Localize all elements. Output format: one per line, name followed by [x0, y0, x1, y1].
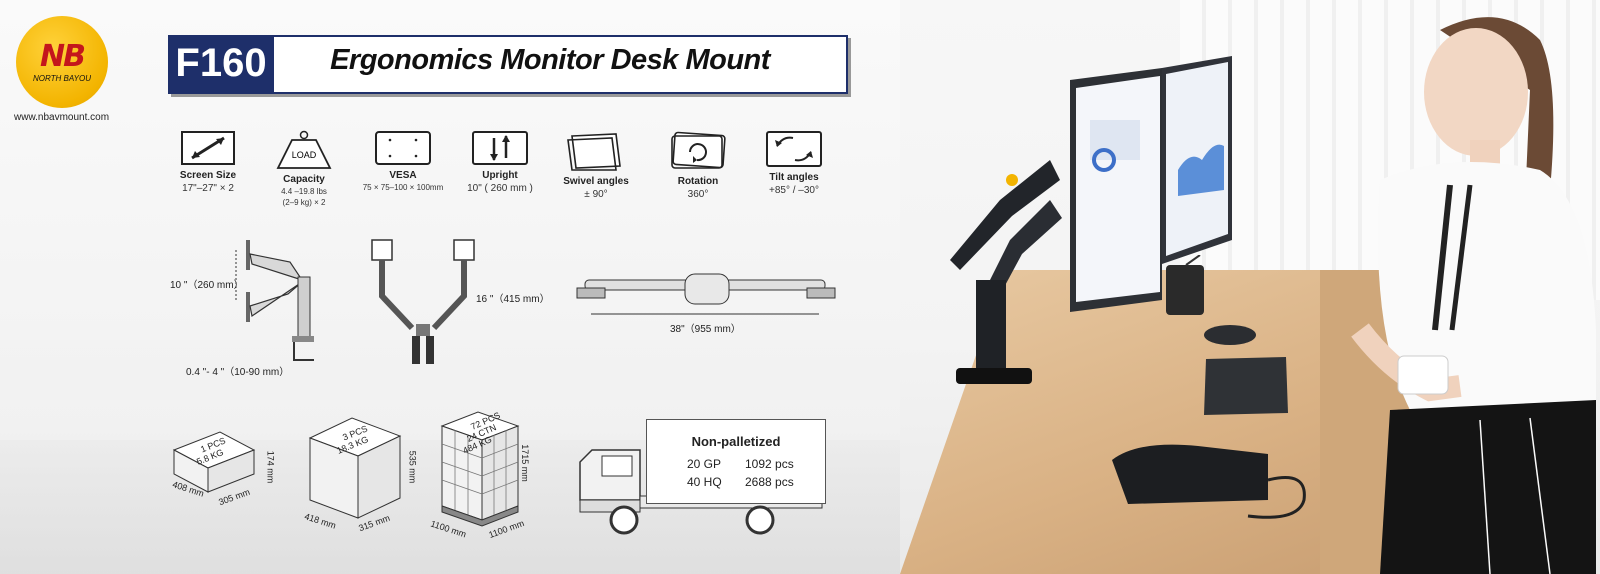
- spec-label: Rotation: [677, 176, 719, 187]
- front-view-diagram: [371, 239, 475, 364]
- model-number: F160: [168, 35, 274, 92]
- shipping-container-20gp: 20 GP: [687, 457, 722, 471]
- spec-value: 360°: [687, 189, 709, 200]
- screen-size-icon: [181, 131, 235, 165]
- clamp-range-label: 0.4 "- 4 "（10-90 mm）: [186, 367, 290, 378]
- package-1-height: 174 mm: [265, 450, 276, 484]
- spec-value: 10" ( 260 mm ): [467, 183, 533, 194]
- brand-logo: NB NORTH BAYOU: [16, 16, 108, 108]
- spec-screen-size: Screen Size 17"–27" × 2: [160, 130, 256, 194]
- shipping-panel: [646, 419, 826, 504]
- spec-label: Capacity: [283, 174, 325, 185]
- logo-name: NORTH BAYOU: [33, 73, 91, 83]
- spec-label: Swivel angles: [563, 176, 629, 187]
- load-weight-icon: LOAD: [276, 130, 332, 169]
- spec-value-secondary: (2–9 kg) × 2: [282, 198, 326, 207]
- woman-photo: [1351, 17, 1596, 574]
- spec-value: 4.4 –19.8 lbs: [281, 187, 327, 196]
- side-view-diagram: [235, 240, 314, 361]
- spec-capacity: LOAD Capacity 4.4 –19.8 lbs (2–9 kg) × 2: [256, 130, 352, 207]
- top-view-diagram: [576, 273, 836, 315]
- shipping-qty-20gp: 1092 pcs: [745, 457, 794, 471]
- package-2-height: 535 mm: [407, 450, 418, 484]
- spec-value: 17"–27" × 2: [182, 183, 234, 194]
- monitor-mount-photo: [950, 56, 1232, 384]
- height-range-label: 10 "（260 mm）: [170, 280, 244, 291]
- arm-reach-label: 16 "（415 mm）: [476, 294, 550, 305]
- vesa-icon: [375, 131, 431, 165]
- load-icon-text: LOAD: [292, 150, 317, 160]
- package-pallet: [440, 411, 520, 527]
- spec-swivel: Swivel angles ± 90°: [548, 130, 644, 200]
- package-3-height: 1715 mm: [519, 444, 530, 482]
- package-single-box: [172, 431, 256, 493]
- spec-label: Tilt angles: [769, 172, 819, 183]
- spec-label: Screen Size: [179, 170, 237, 181]
- spec-upright: Upright 10" ( 260 mm ): [452, 130, 548, 194]
- desk-accessories: [1166, 255, 1288, 415]
- spec-label: VESA: [389, 170, 417, 181]
- span-label: 38"（955 mm）: [670, 324, 741, 335]
- shipping-container-40hq: 40 HQ: [687, 475, 722, 489]
- website-url: www.nbavmount.com: [14, 112, 110, 123]
- spec-rotation: Rotation 360°: [650, 130, 746, 200]
- shipping-qty-40hq: 2688 pcs: [745, 475, 794, 489]
- logo-mark: NB: [40, 38, 86, 74]
- spec-value: 75 × 75–100 × 100mm: [362, 183, 444, 192]
- spec-tilt: Tilt angles +85° / –30°: [746, 130, 842, 196]
- tilt-icon: [766, 131, 822, 167]
- spec-vesa: VESA 75 × 75–100 × 100mm: [355, 130, 451, 192]
- spec-value: ± 90°: [584, 189, 608, 200]
- upright-icon: [472, 131, 528, 165]
- title-banner: [168, 35, 848, 94]
- package-carton-box: [308, 417, 402, 519]
- product-title: Ergonomics Monitor Desk Mount: [330, 44, 770, 76]
- spec-value: +85° / –30°: [769, 185, 819, 196]
- shipping-title: Non-palletized: [691, 434, 781, 449]
- swivel-icon: [567, 133, 621, 171]
- spec-label: Upright: [482, 170, 518, 181]
- rotation-icon: [671, 131, 726, 169]
- desk-phone-photo: [1112, 444, 1306, 519]
